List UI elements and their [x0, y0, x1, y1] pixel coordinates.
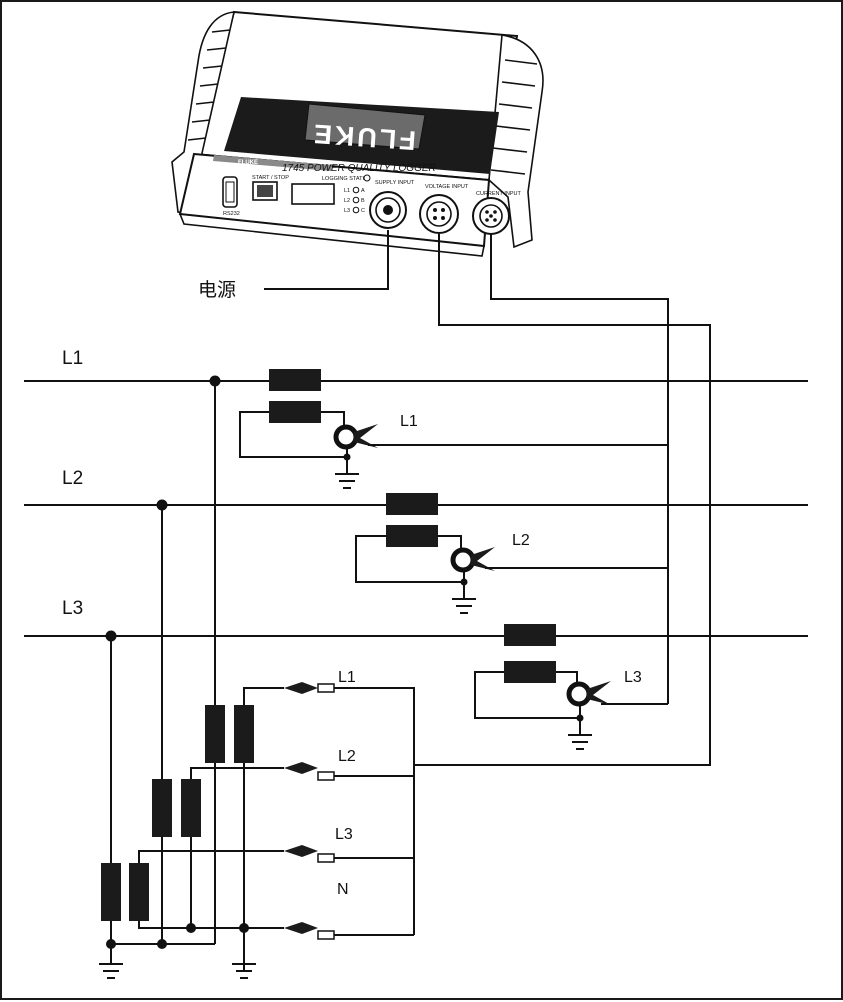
voltage-lead-label-n: N	[337, 881, 349, 898]
phase-l3-line: L3	[24, 598, 808, 637]
line-label-l2: L2	[62, 468, 83, 489]
right-bumper	[488, 34, 544, 249]
svg-text:A: A	[361, 188, 365, 194]
phase-l1-line: L1	[24, 348, 808, 382]
current-clamp-l3: L3	[474, 624, 668, 750]
svg-text:B: B	[361, 198, 365, 204]
current-input-connector[interactable]: CURRENT INPUT	[472, 191, 521, 235]
clamp-label-l1: L1	[400, 413, 418, 430]
line-label-l1: L1	[62, 348, 83, 369]
clamp-label-l3: L3	[624, 669, 642, 686]
phase-leds: L1 A L2 B L3 C	[344, 186, 365, 214]
logging-status-label: LOGGING STATUS	[322, 176, 370, 182]
svg-text:C: C	[361, 208, 365, 214]
current-clamp-l1: L1	[239, 369, 668, 489]
voltage-clip-n: N	[244, 881, 414, 940]
rs232-port: RS232	[222, 176, 240, 217]
start-stop-button[interactable]: START / STOP	[252, 175, 289, 201]
supply-cable	[264, 230, 389, 290]
voltage-transformer-l3	[101, 850, 284, 944]
power-quality-logger: FLUKE FLUKE 1745 POWER QUALITY LOGGER RS…	[171, 10, 544, 257]
svg-text:L2: L2	[344, 198, 350, 204]
model-label: 1745 POWER QUALITY LOGGER	[282, 163, 436, 174]
voltage-transformer-l1	[205, 687, 284, 970]
voltage-lead-label-l2: L2	[338, 748, 356, 765]
current-cable	[490, 234, 669, 704]
svg-text:VOLTAGE INPUT: VOLTAGE INPUT	[425, 184, 469, 190]
tap-l1	[209, 375, 221, 705]
line-label-l3: L3	[62, 598, 83, 619]
voltage-clip-l3: L3	[284, 826, 414, 863]
power-supply-label: 电源	[198, 279, 236, 301]
front-brand: FLUKE	[238, 160, 258, 166]
brand-plate: FLUKE	[304, 103, 426, 156]
voltage-lead-label-l3: L3	[335, 826, 353, 843]
current-clamp-l2: L2	[355, 493, 668, 614]
voltage-cable	[414, 234, 711, 766]
svg-text:START / STOP: START / STOP	[252, 175, 289, 181]
tap-l2	[156, 499, 168, 779]
voltage-clip-l1: L1	[284, 669, 415, 765]
tap-l3	[105, 630, 117, 863]
svg-text:RS232: RS232	[223, 211, 240, 217]
voltage-input-connector[interactable]: VOLTAGE INPUT	[419, 184, 469, 234]
logging-status-led	[363, 174, 371, 182]
voltage-lead-label-l1: L1	[338, 669, 356, 686]
svg-text:L3: L3	[344, 208, 350, 214]
voltage-clip-l2: L2	[284, 748, 414, 781]
svg-text:CURRENT INPUT: CURRENT INPUT	[476, 191, 521, 197]
svg-text:L1: L1	[344, 188, 350, 194]
lcd-display	[291, 183, 335, 205]
svg-text:SUPPLY INPUT: SUPPLY INPUT	[375, 180, 415, 186]
ground-bus	[99, 923, 256, 979]
voltage-transformer-l2	[152, 767, 284, 944]
supply-input-connector[interactable]: SUPPLY INPUT	[369, 180, 415, 229]
clamp-label-l2: L2	[512, 532, 530, 549]
brand-logo: FLUKE	[310, 118, 417, 155]
